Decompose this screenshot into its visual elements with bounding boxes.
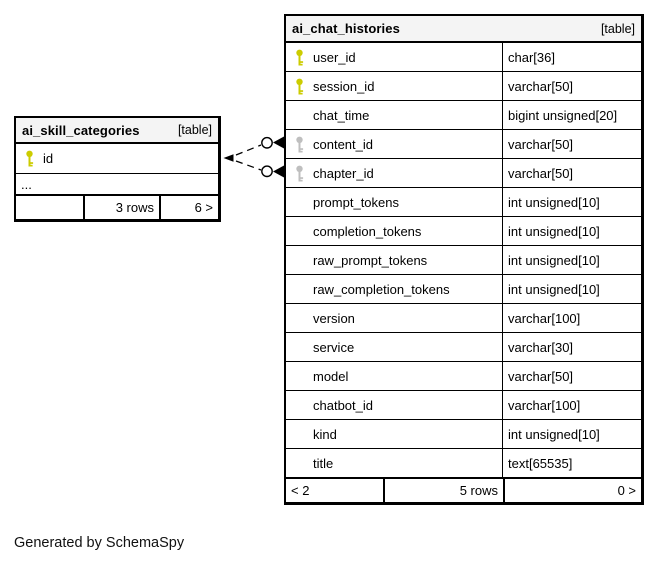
column-type: varchar[50] bbox=[502, 72, 641, 100]
no-key-spacer bbox=[293, 368, 306, 385]
column-name: chat_time bbox=[313, 107, 370, 123]
no-key-spacer bbox=[293, 339, 306, 356]
column-row-chat_time: chat_time bigint unsigned[20] bbox=[286, 101, 641, 130]
column-name: session_id bbox=[313, 78, 375, 94]
column-row-prompt_tokens: prompt_tokens int unsigned[10] bbox=[286, 188, 641, 217]
footer-left bbox=[16, 196, 83, 219]
column-name: service bbox=[313, 339, 355, 355]
table-node-ai_chat_histories[interactable]: ai_chat_histories [table] user_id char[36… bbox=[284, 14, 644, 505]
column-type: int unsigned[10] bbox=[502, 246, 641, 274]
parent-arrowhead bbox=[223, 154, 234, 162]
column-name: version bbox=[313, 310, 355, 326]
column-row-completion_tokens: completion_tokens int unsigned[10] bbox=[286, 217, 641, 246]
column-row-service: service varchar[30] bbox=[286, 333, 641, 362]
no-key-spacer bbox=[293, 455, 306, 472]
column-row-model: model varchar[50] bbox=[286, 362, 641, 391]
table-type-label: [table] bbox=[600, 21, 635, 36]
table-footer: 3 rows 6 > bbox=[16, 194, 218, 219]
column-type: varchar[50] bbox=[502, 159, 641, 187]
column-name: model bbox=[313, 368, 349, 384]
column-name: kind bbox=[313, 426, 337, 442]
column-type: varchar[50] bbox=[502, 130, 641, 158]
column-type: varchar[100] bbox=[502, 391, 641, 419]
column-row-kind: kind int unsigned[10] bbox=[286, 420, 641, 449]
column-name: raw_prompt_tokens bbox=[313, 252, 428, 268]
column-rows: id... bbox=[16, 144, 218, 194]
column-name: id bbox=[43, 151, 54, 167]
column-type: varchar[100] bbox=[502, 304, 641, 332]
primary-key-icon bbox=[293, 49, 306, 66]
footer-row-count: 3 rows bbox=[83, 196, 159, 219]
column-name: content_id bbox=[313, 136, 373, 152]
no-key-spacer bbox=[293, 223, 306, 240]
primary-key-icon bbox=[293, 78, 306, 95]
table-name: ai_chat_histories bbox=[292, 21, 400, 36]
column-name: completion_tokens bbox=[313, 223, 422, 239]
column-row-chatbot_id: chatbot_id varchar[100] bbox=[286, 391, 641, 420]
table-name: ai_skill_categories bbox=[22, 122, 140, 138]
column-type: varchar[50] bbox=[502, 362, 641, 390]
column-type: char[36] bbox=[502, 43, 641, 71]
footer-left: < 2 bbox=[291, 483, 310, 498]
no-key-spacer bbox=[293, 426, 306, 443]
column-name: prompt_tokens bbox=[313, 194, 399, 210]
column-type: bigint unsigned[20] bbox=[502, 101, 641, 129]
column-type: text[65535] bbox=[502, 449, 641, 477]
table-header[interactable]: ai_chat_histories [table] bbox=[286, 16, 641, 43]
footer-row-count: 5 rows bbox=[383, 479, 503, 502]
no-key-spacer bbox=[293, 194, 306, 211]
column-row-version: version varchar[100] bbox=[286, 304, 641, 333]
footer-right: 0 > bbox=[503, 479, 641, 502]
column-row-user_id: user_id char[36] bbox=[286, 43, 641, 72]
column-row-chapter_id: chapter_id varchar[50] bbox=[286, 159, 641, 188]
column-type: int unsigned[10] bbox=[502, 420, 641, 448]
table-footer: < 2 5 rows 0 > bbox=[286, 477, 641, 502]
no-key-spacer bbox=[293, 252, 306, 269]
no-key-spacer bbox=[293, 310, 306, 327]
foreign-key-icon bbox=[293, 136, 306, 153]
column-row-session_id: session_id varchar[50] bbox=[286, 72, 641, 101]
foreign-key-icon bbox=[293, 165, 306, 182]
column-type: varchar[30] bbox=[502, 333, 641, 361]
primary-key-icon bbox=[23, 150, 36, 167]
no-key-spacer bbox=[293, 281, 306, 298]
column-row-raw_completion_tokens: raw_completion_tokens int unsigned[10] bbox=[286, 275, 641, 304]
generated-by-caption: Generated by SchemaSpy bbox=[14, 535, 185, 551]
relationship-content_id bbox=[235, 136, 284, 156]
table-node-ai_skill_categories[interactable]: ai_skill_categories [table] id... 3 rows… bbox=[14, 116, 221, 222]
column-name: ... bbox=[21, 176, 32, 192]
no-key-spacer bbox=[293, 397, 306, 414]
column-row-content_id: content_id varchar[50] bbox=[286, 130, 641, 159]
ellipsis-row: ... bbox=[16, 174, 218, 194]
column-row-id: id bbox=[16, 144, 218, 175]
column-name: title bbox=[313, 455, 334, 471]
column-name: chatbot_id bbox=[313, 397, 373, 413]
column-row-title: title text[65535] bbox=[286, 449, 641, 477]
table-type-label: [table] bbox=[177, 123, 212, 137]
column-type: int unsigned[10] bbox=[502, 188, 641, 216]
table-header[interactable]: ai_skill_categories [table] bbox=[16, 118, 218, 144]
column-name: raw_completion_tokens bbox=[313, 281, 450, 297]
footer-right: 6 > bbox=[159, 196, 218, 219]
column-name: chapter_id bbox=[313, 165, 374, 181]
column-type: int unsigned[10] bbox=[502, 275, 641, 303]
relationship-chapter_id bbox=[235, 160, 284, 178]
no-key-spacer bbox=[293, 107, 306, 124]
column-type: int unsigned[10] bbox=[502, 217, 641, 245]
column-row-raw_prompt_tokens: raw_prompt_tokens int unsigned[10] bbox=[286, 246, 641, 275]
column-name: user_id bbox=[313, 49, 356, 65]
